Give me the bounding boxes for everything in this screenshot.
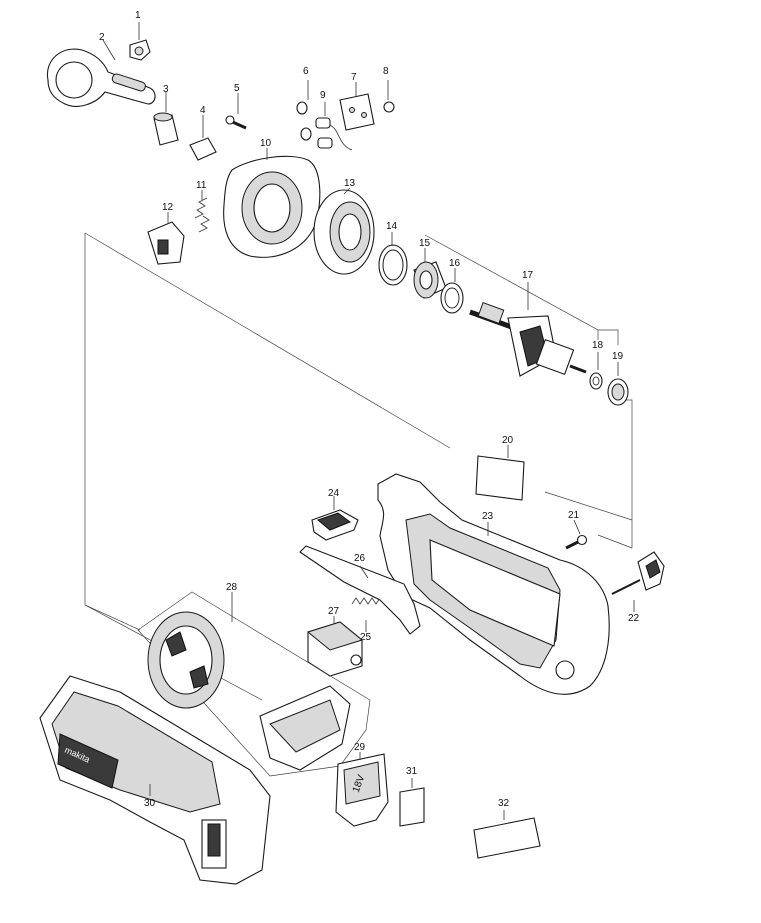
- label-part-30: 30: [144, 798, 156, 809]
- part-32-label: [473, 810, 541, 859]
- part-13-brush-ring: [313, 187, 375, 275]
- label-part-1: 1: [135, 10, 141, 21]
- part-14-ring: [378, 232, 408, 286]
- label-part-32: 32: [498, 798, 510, 809]
- part-3-collar: [153, 92, 179, 146]
- part-2-wrench: [46, 39, 156, 107]
- part-number-labels: 1 2 3 4 5 6 7 8 9 10 11 12 13 14 15 16 1…: [99, 10, 640, 809]
- part-30-housing-set: makita: [39, 675, 271, 885]
- part-12-lever: [147, 212, 185, 265]
- part-1-lock-knob: [129, 22, 151, 61]
- label-part-12: 12: [162, 202, 174, 213]
- part-25-spring: [351, 597, 381, 632]
- label-part-9: 9: [320, 90, 326, 101]
- label-part-5: 5: [234, 83, 240, 94]
- part-27-controller: [306, 616, 364, 677]
- label-part-7: 7: [351, 72, 357, 83]
- part-11-spring: [194, 190, 210, 233]
- label-part-26: 26: [354, 553, 366, 564]
- part-7-bracket: [339, 82, 375, 131]
- label-part-16: 16: [449, 258, 461, 269]
- label-part-18: 18: [592, 340, 604, 351]
- label-part-3: 3: [163, 84, 169, 95]
- label-part-28: 28: [226, 582, 238, 593]
- label-part-17: 17: [522, 270, 534, 281]
- part-29-battery-terminal: 18V: [335, 752, 389, 827]
- label-part-20: 20: [502, 435, 514, 446]
- label-part-14: 14: [386, 221, 398, 232]
- label-part-8: 8: [383, 66, 389, 77]
- label-part-2: 2: [99, 32, 105, 43]
- label-part-15: 15: [419, 238, 431, 249]
- label-part-29: 29: [354, 742, 366, 753]
- label-part-13: 13: [344, 178, 356, 189]
- part-17-armature: [469, 282, 587, 377]
- label-part-6: 6: [303, 66, 309, 77]
- part-8-screw: [383, 80, 395, 113]
- label-part-22: 22: [628, 613, 640, 624]
- part-22-switch: [611, 551, 665, 612]
- label-part-21: 21: [568, 510, 580, 521]
- part-23-housing-half: [377, 473, 610, 695]
- label-part-24: 24: [328, 488, 340, 499]
- label-part-10: 10: [260, 138, 272, 149]
- label-part-25: 25: [360, 632, 372, 643]
- part-15-ball-bearing: [413, 248, 447, 299]
- part-28-motor-assembly: [137, 591, 371, 777]
- part-4-nut: [189, 115, 217, 161]
- part-31-label: [399, 778, 425, 827]
- part-10-gear-housing: [223, 148, 321, 258]
- label-part-4: 4: [200, 105, 206, 116]
- part-19-ball-bearing: [607, 362, 629, 406]
- part-21-screw: [565, 519, 588, 550]
- label-part-27: 27: [328, 606, 340, 617]
- part-6-o-ring: [296, 80, 312, 141]
- label-part-19: 19: [612, 351, 624, 362]
- part-20-name-plate: [475, 445, 525, 501]
- part-16-washer: [440, 268, 464, 314]
- part-5-screw: [225, 93, 247, 130]
- part-26-switch-lever: [299, 545, 421, 635]
- label-part-31: 31: [406, 766, 418, 777]
- part-18-washer: [589, 352, 603, 390]
- label-part-23: 23: [482, 511, 494, 522]
- part-9-carbon-brush: [315, 102, 353, 151]
- part-24-switch-button: [311, 496, 359, 541]
- label-part-11: 11: [196, 180, 207, 191]
